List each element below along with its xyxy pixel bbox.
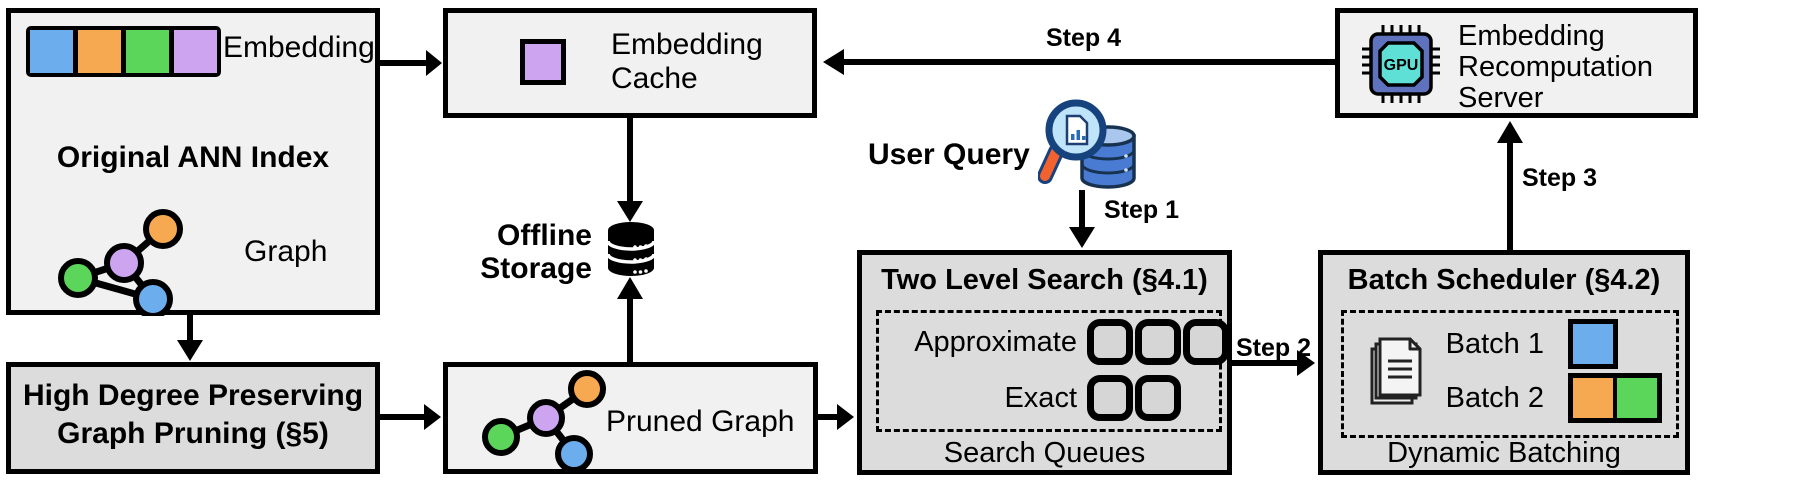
graph-pruning-box: High Degree Preserving Graph Pruning (§5… [6, 362, 380, 474]
offline-storage-label-line1: Offline [497, 219, 592, 252]
search-queues-label: Search Queues [943, 437, 1146, 469]
approximate-queue-row: Approximate [879, 319, 1231, 365]
cached-embedding-icon [520, 39, 566, 85]
batch-scheduler-box: Batch Scheduler (§4.2) Batch 1 Batch 2 [1318, 250, 1690, 475]
batch1-row: Batch 1 [1344, 319, 1618, 369]
approximate-queue-slot [1135, 319, 1181, 365]
approximate-queue-slot [1183, 319, 1229, 365]
embedding-vector-icon [26, 26, 221, 77]
batch1-item-blue [1573, 324, 1613, 364]
approximate-queue-slot [1087, 319, 1133, 365]
graph-pruning-title-line1: High Degree Preserving [22, 379, 364, 412]
embedding-label: Embedding [223, 31, 375, 64]
server-label-line3: Server [1458, 82, 1544, 114]
pruned-graph-box: Pruned Graph [443, 362, 818, 474]
batch1-label: Batch 1 [1445, 327, 1544, 360]
step1-label: Step 1 [1104, 196, 1180, 224]
gpu-chip-label: GPU [1384, 57, 1419, 74]
batch2-label: Batch 2 [1445, 381, 1544, 414]
embedding-cell-purple [174, 30, 217, 73]
pruned-graph-label: Pruned Graph [606, 405, 795, 438]
recomputation-server-box: GPU Embedding Recomputation Server [1335, 8, 1698, 118]
approximate-label: Approximate [914, 325, 1077, 358]
exact-queue-slot [1087, 375, 1133, 421]
dynamic-batching-panel: Batch 1 Batch 2 [1341, 310, 1679, 438]
search-queues-panel: Approximate Exact [876, 310, 1229, 432]
dynamic-batching-label: Dynamic Batching [1387, 437, 1621, 469]
server-label-line2: Recomputation [1458, 51, 1654, 83]
batch2-items [1568, 373, 1662, 423]
embedding-cache-label-line1: Embedding [611, 28, 763, 61]
graph-icon [58, 209, 183, 316]
exact-queue-slot [1135, 375, 1181, 421]
embedding-cell-orange [78, 30, 121, 73]
gpu-chip-icon: GPU [1362, 25, 1440, 103]
embedding-cache-box: Embedding Cache [443, 8, 817, 118]
two-level-search-title: Two Level Search (§4.1) [881, 264, 1208, 296]
pruned-graph-icon [482, 370, 606, 469]
exact-label: Exact [1004, 381, 1077, 414]
graph-pruning-title-line2: Graph Pruning (§5) [57, 417, 329, 450]
batch-scheduler-title: Batch Scheduler (§4.2) [1347, 264, 1661, 296]
batch2-item-green [1617, 378, 1657, 418]
step2-label: Step 2 [1236, 334, 1312, 362]
embedding-cell-green [126, 30, 169, 73]
embedding-cache-label-line2: Cache [611, 62, 698, 95]
step4-label: Step 4 [1046, 24, 1122, 52]
batch2-row: Batch 2 [1344, 373, 1662, 423]
offline-storage-label-line2: Storage [480, 252, 592, 285]
ann-index-title: Original ANN Index [56, 141, 330, 174]
original-ann-index-box: Embedding Original ANN Index Graph [6, 8, 380, 316]
batch1-items [1568, 319, 1618, 369]
user-query-icon [1038, 99, 1136, 189]
step3-label: Step 3 [1522, 164, 1598, 192]
embedding-cell-blue [30, 30, 73, 73]
batch2-item-orange [1573, 378, 1613, 418]
user-query-label: User Query [868, 138, 1030, 171]
server-label-line1: Embedding [1458, 20, 1605, 52]
graph-label: Graph [244, 235, 328, 268]
exact-queue-row: Exact [879, 375, 1183, 421]
two-level-search-box: Two Level Search (§4.1) Approximate Exac… [857, 250, 1232, 475]
query-documents-icon [1370, 337, 1422, 405]
offline-storage-database-icon [606, 222, 656, 276]
